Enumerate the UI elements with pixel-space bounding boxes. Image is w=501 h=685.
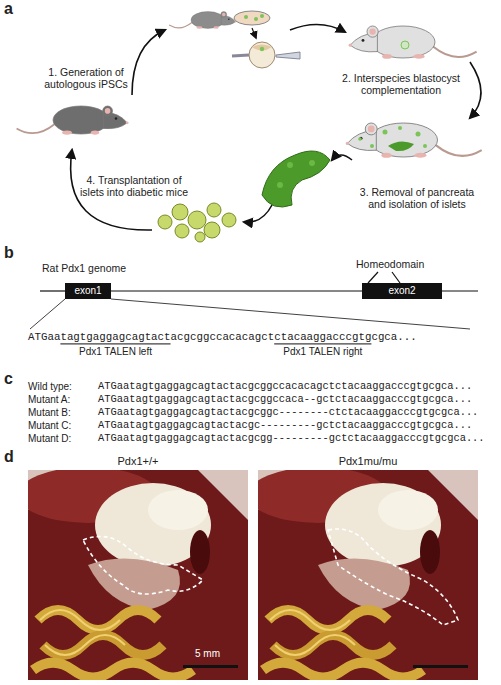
islet [175,224,189,238]
panel-letter: d [4,448,14,466]
diabetic-mouse [17,106,129,135]
chimeric-pancreas [388,141,414,151]
dna-sequence: ATGaatagtgaggagcagtactacgcggccacacagctct… [98,381,472,393]
chimeric-embryo [401,41,409,49]
islet [172,204,188,220]
injected-cell [260,47,264,51]
donor-mouse [169,12,236,29]
dna-sequence: ATGaatagtgaggagcagtactacgc---------gctct… [98,420,472,432]
cycle-arrow [132,30,165,95]
surrogate-rat [349,26,477,59]
islet [158,215,172,229]
cycle-arrow [244,205,272,222]
chimeric-rat [346,123,482,158]
intron-line [442,290,478,291]
dna-sequence: ATGaatagtgaggagcagtactacgcggccaca--gctct… [98,394,472,406]
injection-pipette [276,52,300,59]
holding-pipette [232,55,249,56]
row-label: Mutant D: [28,433,71,445]
exon-box: exon2 [362,283,442,299]
row-label: Wild type: [28,381,72,393]
pancreas-outline [83,536,203,594]
dna-sequence: ATGaatagtgaggagcagtactacgcggccacacagctct… [28,331,417,343]
blastocyst [249,42,275,68]
panel-letter: a [4,0,13,18]
scale-bar [183,665,238,668]
exon-label: exon1 [74,286,101,296]
ipsc-colony [254,17,258,21]
cycle-arrows [71,24,481,230]
pancreas-lobule [309,160,315,166]
cycle-arrow [290,24,345,32]
islet [188,211,206,229]
mouse-cell-spot [398,126,402,130]
row-label: Mutant C: [28,420,71,432]
dna-sequence: ATGaatagtgaggagcagtactacgcggc--------ctc… [98,407,478,419]
cycle-arrow [470,62,481,118]
scale-label: 5 mm [195,648,220,660]
mouse-cell-spot [370,144,374,148]
panel-letter: b [4,244,14,262]
genotype-label: Pdx1+/+ [98,455,178,468]
dissection-photo [28,470,248,680]
zoom-line [111,299,470,329]
photo-wild-type [28,470,248,680]
step-label: 2. Interspecies blastocyst complementati… [335,72,467,96]
dna-sequence: ATGaatagtgaggagcagtactacgcgg---------gct… [98,433,485,445]
talen-label: Pdx1 TALEN left [79,346,152,358]
zoom-line [30,299,65,329]
pancreas-lobule [277,182,283,188]
genotype-label: Pdx1mu/mu [318,455,418,468]
domain-label: Homeodomain [356,258,424,270]
islets [158,203,236,242]
scale-bar [413,665,468,668]
isolated-pancreas [262,151,330,207]
mouse-cell-spot [358,137,362,141]
gene-map [30,272,478,329]
talen-underline [274,343,371,344]
mouse-cell-spot [416,132,421,137]
workflow-illustration [17,11,482,242]
islet [204,222,220,238]
islet [207,203,221,217]
mouse-cell-spot [423,144,427,148]
pancreas-lobule [287,162,293,168]
intron-line [40,290,65,291]
domain-leader [368,272,378,283]
step-label: 4. Transplantation of islets into diabet… [75,174,193,198]
step-label: 3. Removal of pancreata and isolation of… [352,186,482,210]
row-label: Mutant B: [28,407,71,419]
photo-mutant [258,470,478,680]
step-label: 1. Generation of autologous iPSCs [35,66,137,90]
ipsc-colony [260,14,264,18]
exon-box: exon1 [65,283,111,299]
intron-line [111,290,362,291]
panel-letter: c [4,370,13,388]
dissection-photo [258,470,478,680]
ipsc-colony [244,15,248,19]
row-label: Mutant A: [28,394,70,406]
cycle-arrow [252,28,256,38]
islet [195,232,205,242]
inner-cell-mass [252,45,272,51]
mouse-cell-spot [383,130,388,135]
islet [222,213,236,227]
domain-leader [392,272,400,283]
talen-label: Pdx1 TALEN right [283,346,362,358]
exon-label: exon2 [388,286,415,296]
pancreas-outline [328,529,458,625]
gene-label: Rat Pdx1 genome [42,262,126,274]
cycle-arrow [332,155,352,160]
culture-dish [234,11,270,25]
talen-underline [60,343,170,344]
